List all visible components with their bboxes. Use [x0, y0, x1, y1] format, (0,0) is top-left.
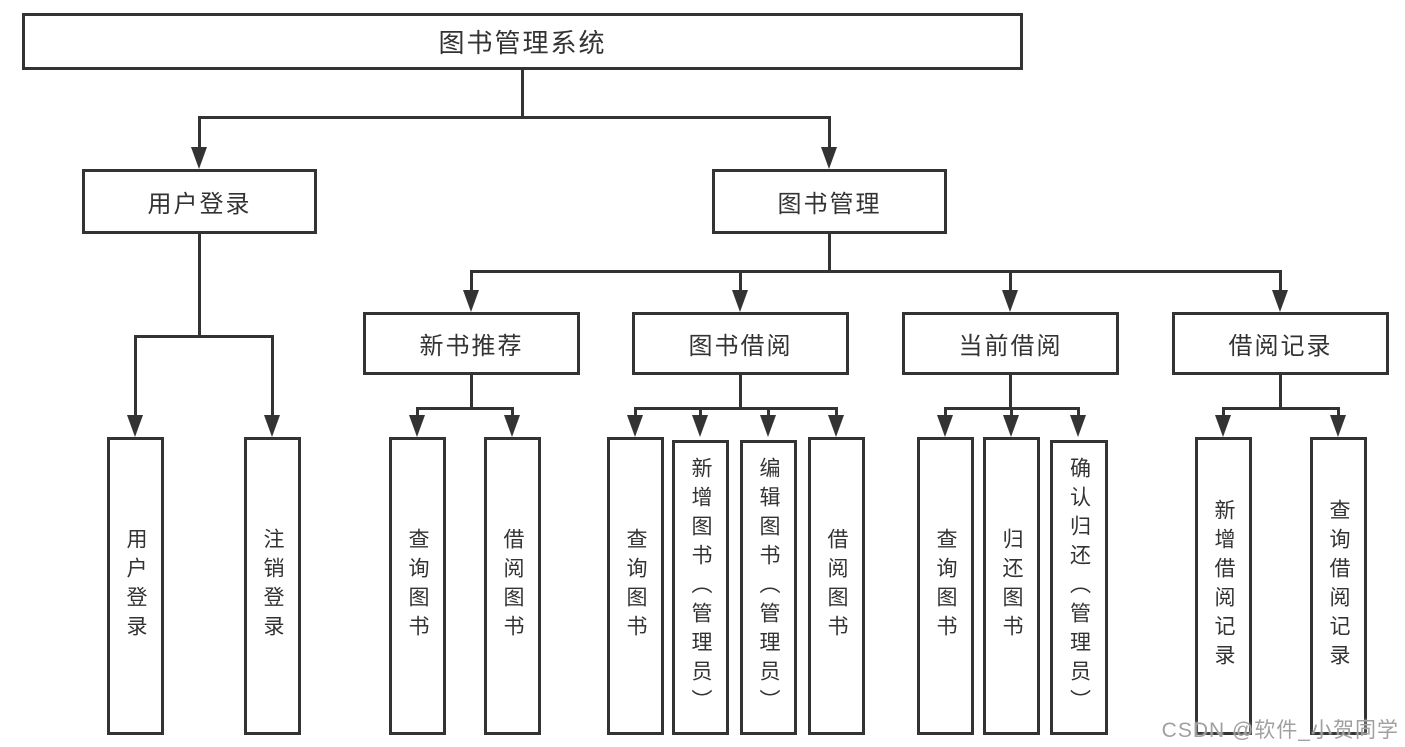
- connector-line: [828, 234, 831, 273]
- connector-line: [634, 407, 637, 417]
- arrowhead-down-icon: [821, 147, 837, 169]
- connector-line: [134, 335, 137, 417]
- node-borrow-records: 借阅记录: [1172, 312, 1389, 375]
- node-book-borrow: 图书借阅: [632, 312, 849, 375]
- connector-line: [416, 407, 514, 410]
- leaf-add-borrow-record-label: 新增借阅记录: [1212, 499, 1236, 673]
- arrowhead-down-icon: [627, 415, 643, 437]
- leaf-add-book-admin-label: 新增图书（管理员）: [689, 457, 713, 718]
- leaf-user-login: 用户登录: [107, 437, 164, 735]
- connector-line: [944, 407, 947, 417]
- connector-line: [1077, 407, 1080, 417]
- leaf-query-books-1: 查询图书: [389, 437, 446, 735]
- leaf-logout-label: 注销登录: [261, 528, 285, 644]
- connector-line: [828, 116, 831, 149]
- leaf-query-books-2-label: 查询图书: [624, 528, 648, 644]
- leaf-user-login-label: 用户登录: [124, 528, 148, 644]
- connector-line: [470, 270, 473, 293]
- leaf-return-book-label: 归还图书: [1000, 528, 1024, 644]
- connector-line: [1222, 407, 1225, 417]
- arrowhead-down-icon: [1003, 415, 1019, 437]
- leaf-query-books-3-label: 查询图书: [934, 528, 958, 644]
- arrowhead-down-icon: [504, 415, 520, 437]
- leaf-query-books-3: 查询图书: [917, 437, 974, 735]
- csdn-watermark: CSDN @软件_小贺同学: [1161, 719, 1399, 742]
- leaf-add-book-admin: 新增图书（管理员）: [672, 440, 729, 735]
- leaf-query-books-1-label: 查询图书: [406, 528, 430, 644]
- connector-line: [271, 335, 274, 417]
- arrowhead-down-icon: [463, 290, 479, 312]
- connector-line: [739, 374, 742, 410]
- arrowhead-down-icon: [1272, 290, 1288, 312]
- node-borrow-records-label: 借阅记录: [1228, 333, 1333, 360]
- connector-line: [767, 407, 770, 417]
- leaf-borrow-books-2: 借阅图书: [808, 437, 865, 735]
- arrowhead-down-icon: [1330, 415, 1346, 437]
- connector-line: [835, 407, 838, 417]
- arrowhead-down-icon: [409, 415, 425, 437]
- leaf-borrow-books-1-label: 借阅图书: [501, 528, 525, 644]
- connector-line: [634, 407, 838, 410]
- arrowhead-down-icon: [1215, 415, 1231, 437]
- connector-line: [1222, 407, 1340, 410]
- arrowhead-down-icon: [937, 415, 953, 437]
- connector-line: [416, 407, 419, 417]
- node-book-management: 图书管理: [712, 169, 947, 234]
- connector-line: [1010, 407, 1013, 417]
- leaf-add-borrow-record: 新增借阅记录: [1195, 437, 1252, 735]
- node-current-borrow: 当前借阅: [902, 312, 1119, 375]
- arrowhead-down-icon: [692, 415, 708, 437]
- connector-line: [198, 234, 201, 338]
- node-book-management-label: 图书管理: [777, 191, 882, 218]
- leaf-logout: 注销登录: [244, 437, 301, 735]
- arrowhead-down-icon: [828, 415, 844, 437]
- node-new-book-recommend-label: 新书推荐: [419, 333, 524, 360]
- connector-line: [198, 116, 831, 119]
- connector-line: [134, 335, 274, 338]
- connector-line: [470, 374, 473, 410]
- node-book-borrow-label: 图书借阅: [688, 333, 793, 360]
- leaf-edit-book-admin: 编辑图书（管理员）: [740, 440, 797, 735]
- node-user-login: 用户登录: [82, 169, 317, 234]
- arrowhead-down-icon: [732, 290, 748, 312]
- connector-line: [470, 270, 1282, 273]
- connector-line: [198, 116, 201, 149]
- leaf-query-books-2: 查询图书: [607, 437, 664, 735]
- arrowhead-down-icon: [1002, 290, 1018, 312]
- arrowhead-down-icon: [264, 415, 280, 437]
- arrowhead-down-icon: [191, 147, 207, 169]
- connector-line: [1009, 270, 1012, 293]
- arrowhead-down-icon: [1070, 415, 1086, 437]
- arrowhead-down-icon: [127, 415, 143, 437]
- arrowhead-down-icon: [760, 415, 776, 437]
- node-root-system: 图书管理系统: [22, 13, 1023, 70]
- node-new-book-recommend: 新书推荐: [363, 312, 580, 375]
- connector-line: [1279, 374, 1282, 410]
- connector-line: [511, 407, 514, 417]
- node-root-system-label: 图书管理系统: [438, 28, 607, 58]
- connector-line: [1009, 374, 1012, 410]
- leaf-query-borrow-record: 查询借阅记录: [1310, 437, 1367, 735]
- connector-line: [699, 407, 702, 417]
- leaf-borrow-books-1: 借阅图书: [484, 437, 541, 735]
- leaf-confirm-return-admin-label: 确认归还（管理员）: [1067, 457, 1091, 718]
- leaf-borrow-books-2-label: 借阅图书: [825, 528, 849, 644]
- node-user-login-label: 用户登录: [147, 191, 252, 218]
- leaf-confirm-return-admin: 确认归还（管理员）: [1050, 440, 1108, 735]
- leaf-edit-book-admin-label: 编辑图书（管理员）: [757, 457, 781, 718]
- connector-line: [739, 270, 742, 293]
- leaf-query-borrow-record-label: 查询借阅记录: [1327, 499, 1351, 673]
- connector-line: [1337, 407, 1340, 417]
- connector-line: [1279, 270, 1282, 293]
- leaf-return-book: 归还图书: [983, 437, 1040, 735]
- connector-line: [521, 69, 524, 119]
- node-current-borrow-label: 当前借阅: [958, 333, 1063, 360]
